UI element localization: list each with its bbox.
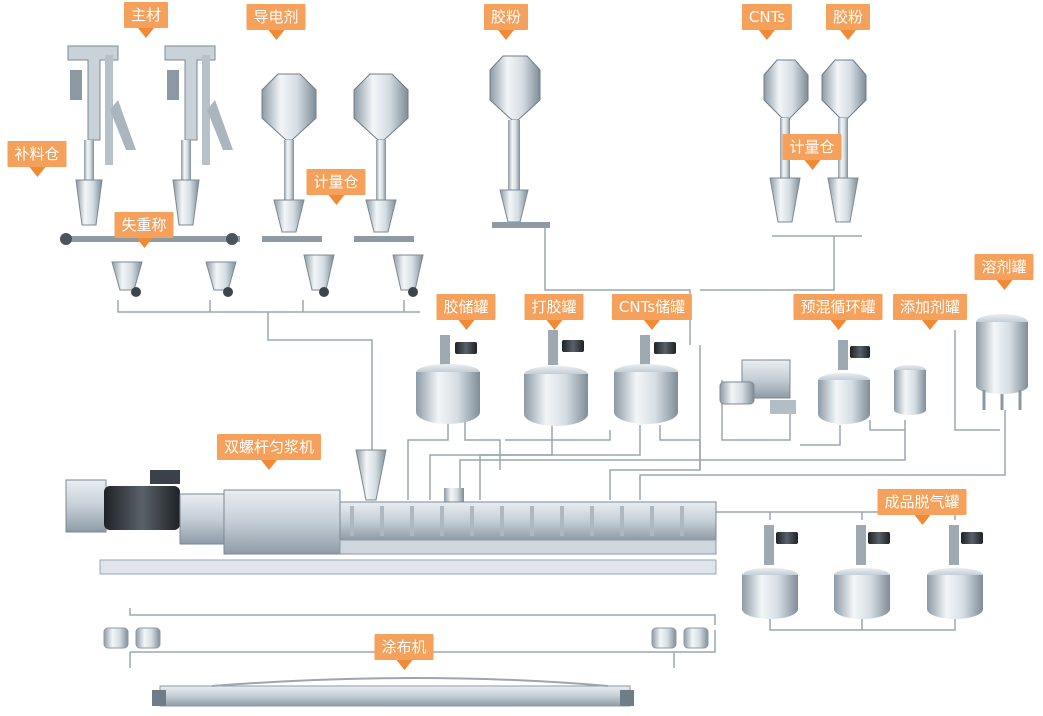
label-glue-powder: 胶粉 — [483, 4, 529, 40]
label-solvent-tank: 溶剂罐 — [974, 254, 1034, 290]
label-premix-circulation-tank: 预混循环罐 — [793, 294, 883, 330]
main-material-feeder-left — [60, 45, 162, 297]
label-glue-storage-tank: 胶储罐 — [436, 294, 496, 330]
label-twin-screw-homogenizer: 双螺杆匀浆机 — [216, 434, 322, 470]
label-cnts-storage-tank: CNTs储罐 — [611, 294, 693, 330]
premix-circulation-tank — [818, 340, 870, 424]
additive-tank — [894, 365, 926, 415]
cnts-storage-tank — [614, 335, 678, 424]
conductive-agent-hopper-right — [353, 73, 424, 297]
label-loss-in-weight-scale: 失重称 — [114, 212, 174, 248]
coater-feed-tanks-left — [103, 627, 161, 649]
label-product-degassing-tank: 成品脱气罐 — [877, 489, 967, 525]
glue-mixing-tank — [524, 330, 588, 426]
label-additive-tank: 添加剂罐 — [892, 294, 968, 330]
main-material-feeder-right — [160, 45, 240, 297]
label-metering-bin-2: 计量仓 — [782, 134, 842, 170]
product-degassing-tank-1 — [742, 525, 798, 619]
label-supplement-bin: 补料仓 — [7, 141, 67, 177]
label-cnts: CNTs — [741, 4, 793, 40]
conductive-agent-hopper-left — [261, 73, 335, 297]
coater-machine — [152, 677, 634, 707]
cnts-hopper — [763, 59, 809, 223]
circulation-pump — [719, 359, 796, 414]
glue-powder-hopper — [489, 55, 550, 228]
label-main-material: 主材 — [123, 2, 169, 38]
twin-screw-homogenizer-machine — [65, 449, 717, 575]
label-glue-powder-2: 胶粉 — [825, 4, 871, 40]
solvent-tank — [976, 314, 1028, 410]
glue-storage-tank — [416, 335, 480, 424]
glue-powder-hopper-2 — [821, 59, 867, 223]
product-degassing-tank-3 — [927, 525, 983, 619]
label-metering-bin: 计量仓 — [306, 169, 366, 205]
coater-feed-tanks-right — [651, 627, 709, 649]
label-conductive-agent: 导电剂 — [246, 4, 306, 40]
label-glue-mixing-tank: 打胶罐 — [524, 294, 584, 330]
product-degassing-tank-2 — [834, 525, 890, 619]
label-coater: 涂布机 — [374, 634, 434, 670]
